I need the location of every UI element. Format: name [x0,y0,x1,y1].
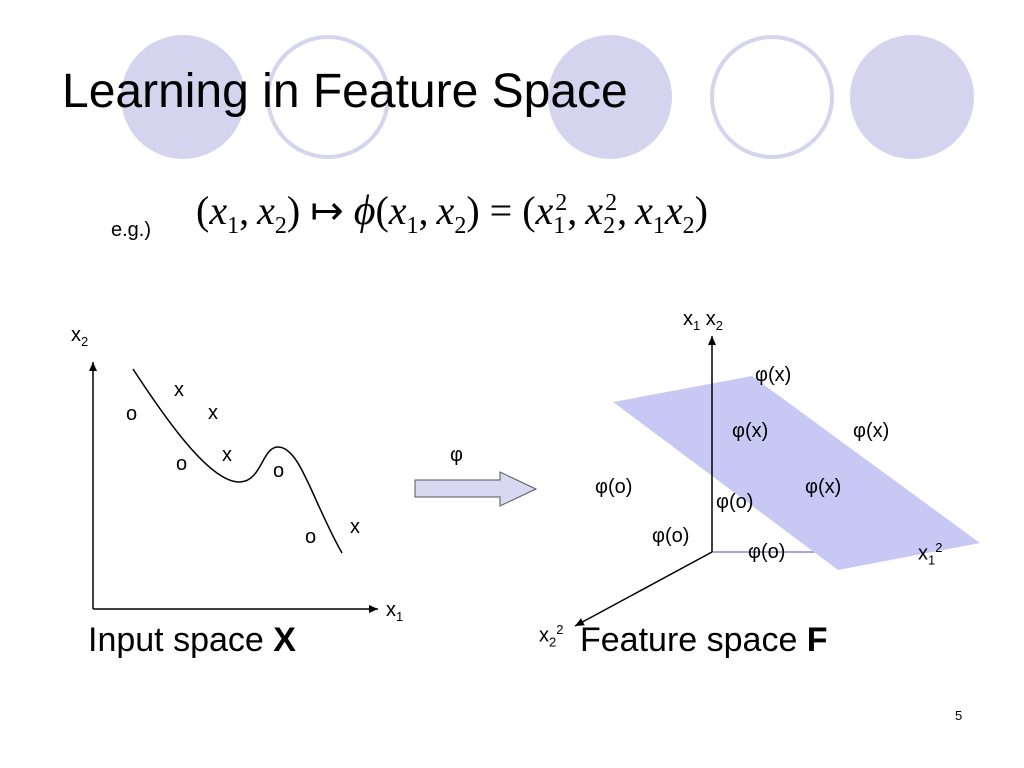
formula-prefix: e.g.) [111,219,152,241]
mapping-arrow-label: φ [450,444,463,466]
input-point: o [176,453,188,475]
feature-point: φ(x) [755,364,792,386]
deco-circle-filled-1 [121,35,245,159]
feature-point: φ(o) [652,525,690,547]
input-space-caption: Input space X [88,621,296,659]
feature-axis-x1sq-label: x12 [918,540,943,568]
feature-map-formula: (x1,x2) ↦ ϕ(x1,x2) = (x12,x22,x1x2) [196,188,708,239]
input-point: x [222,444,232,466]
input-point: o [273,460,285,482]
feature-point: φ(x) [805,476,842,498]
deco-circle-filled-2 [548,35,672,159]
feature-point: φ(o) [595,476,633,498]
input-point: x [174,379,184,401]
mapping-arrow [414,471,538,507]
input-point: o [126,403,138,425]
slide-title: Learning in Feature Space [62,65,628,118]
separating-plane [613,376,980,570]
feature-axis-x2sq [574,551,713,627]
feature-axis-x1x2-label: x1 x2 [683,308,724,333]
input-axis-x-label: x1 [386,599,404,624]
page-number: 5 [955,708,963,723]
feature-axis-x2sq-label: x22 [539,622,564,650]
decision-curve [132,368,343,554]
input-axis-y-label: x2 [71,324,89,349]
input-point: x [350,516,360,538]
deco-circle-filled-3 [850,35,974,159]
feature-space-caption: Feature space F [580,621,828,659]
deco-circle-outline-2 [710,35,834,159]
feature-point: φ(o) [716,491,754,513]
feature-point: φ(x) [732,420,769,442]
input-point: o [305,526,317,548]
deco-circle-outline-1 [266,35,390,159]
feature-point: φ(x) [853,420,890,442]
feature-point: φ(o) [748,541,786,563]
input-point: x [208,402,218,424]
